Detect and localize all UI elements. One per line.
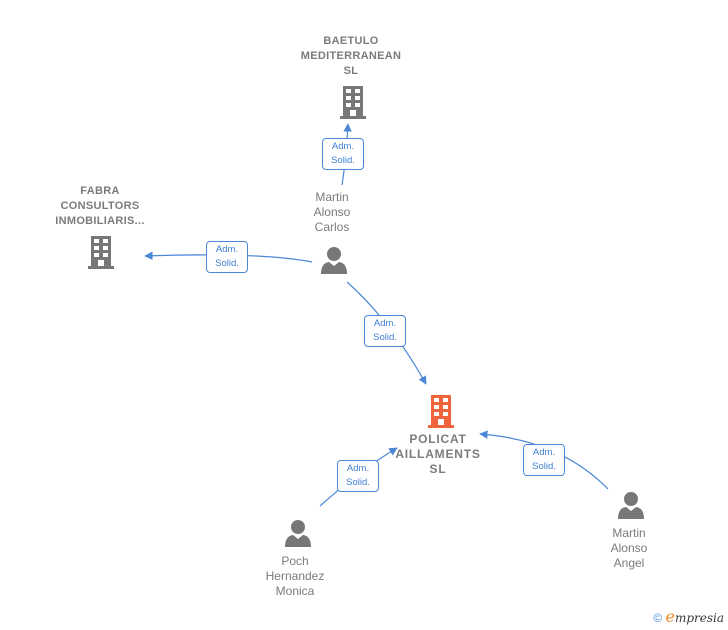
edge-label-angel-policat: Adm. Solid. [523, 444, 565, 476]
relation-type: Adm. [215, 244, 239, 255]
person-icon [321, 247, 347, 274]
node-poch-hernandez-monica[interactable]: Poch Hernandez Monica [255, 554, 335, 599]
company-name: POLICAT AILLAMENTS SL [395, 432, 481, 476]
relation-subtype: Solid. [373, 332, 397, 343]
building-icon [340, 86, 366, 119]
relation-subtype: Solid. [346, 477, 370, 488]
node-martin-alonso-carlos[interactable]: Martin Alonso Carlos [292, 190, 372, 235]
person-name: Martin Alonso Angel [610, 526, 648, 570]
relation-subtype: Solid. [532, 461, 556, 472]
brand-name: empresia [665, 607, 724, 626]
relation-type: Adm. [346, 463, 370, 474]
node-baetulo-mediterranean[interactable]: BAETULO MEDITERRANEAN SL [291, 34, 411, 79]
copyright-icon: © [653, 611, 663, 625]
person-name: Martin Alonso Carlos [313, 190, 351, 234]
edge-label-monica-policat: Adm. Solid. [337, 460, 379, 492]
person-icon [618, 492, 644, 519]
person-icon [285, 520, 311, 547]
building-icon-main [428, 395, 454, 428]
relation-subtype: Solid. [331, 155, 355, 166]
relation-subtype: Solid. [215, 258, 239, 269]
building-icon [88, 236, 114, 269]
relation-type: Adm. [373, 318, 397, 329]
edge-label-carlos-baetulo: Adm. Solid. [322, 138, 364, 170]
edge-label-carlos-policat: Adm. Solid. [364, 315, 406, 347]
empresia-logo[interactable]: © empresia [653, 607, 724, 626]
company-name: BAETULO MEDITERRANEAN SL [300, 35, 402, 77]
node-policat-aillaments[interactable]: POLICAT AILLAMENTS SL [378, 432, 498, 477]
relation-type: Adm. [532, 447, 556, 458]
person-name: Poch Hernandez Monica [265, 554, 325, 598]
edge-label-carlos-fabra: Adm. Solid. [206, 241, 248, 273]
node-fabra-consultors[interactable]: FABRA CONSULTORS INMOBILIARIS... [40, 184, 160, 229]
node-martin-alonso-angel[interactable]: Martin Alonso Angel [589, 526, 669, 571]
company-name: FABRA CONSULTORS INMOBILIARIS... [55, 185, 145, 227]
relation-type: Adm. [331, 141, 355, 152]
